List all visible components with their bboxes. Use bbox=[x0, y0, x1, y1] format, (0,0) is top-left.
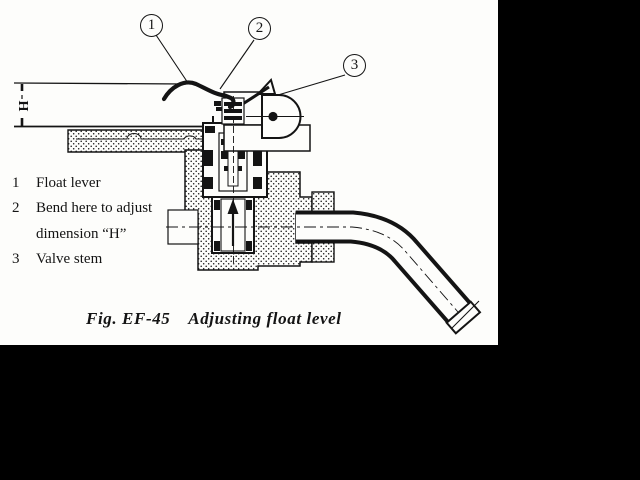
leader-line-2 bbox=[219, 39, 255, 90]
pivot-pin bbox=[268, 111, 278, 122]
legend-item-1-text: Float lever bbox=[36, 175, 101, 191]
callout-3-number: 3 bbox=[350, 57, 359, 73]
fuel-tube bbox=[166, 210, 482, 335]
figure-caption: Fig. EF-45 Adjusting float level bbox=[86, 309, 342, 329]
needle-stem bbox=[214, 97, 245, 125]
legend-item-2-text: Bend here to adjust bbox=[36, 200, 153, 216]
legend-item-2-text-line2: dimension “H” bbox=[36, 226, 127, 242]
leader-lines bbox=[155, 34, 346, 96]
figure-caption-title: Adjusting float level bbox=[188, 309, 342, 328]
figure-caption-label: Fig. EF-45 bbox=[86, 309, 171, 328]
legend-item-1-number: 1 bbox=[12, 175, 20, 191]
legend-item-3-number: 3 bbox=[12, 251, 20, 267]
legend-item-3-text: Valve stem bbox=[36, 251, 103, 267]
callout-1: 1 bbox=[140, 14, 163, 37]
leader-line-1 bbox=[155, 34, 189, 84]
callout-2-number: 2 bbox=[255, 20, 264, 36]
valve-cartridge-lower bbox=[211, 196, 255, 254]
dimension-h-label: H bbox=[15, 100, 30, 112]
tube-cut-mark bbox=[450, 300, 480, 330]
float-level-lines bbox=[13, 82, 215, 128]
legend-item-2-number: 2 bbox=[12, 200, 20, 216]
callout-2: 2 bbox=[248, 17, 271, 40]
callout-3: 3 bbox=[343, 54, 366, 77]
manual-page: 1 2 3 H 1 Float lever 2 Bend here to adj… bbox=[0, 0, 498, 345]
tube-centerline bbox=[166, 226, 459, 313]
leader-line-3 bbox=[277, 74, 346, 96]
callout-1-number: 1 bbox=[147, 17, 156, 33]
float-valve-cross-section bbox=[13, 34, 482, 335]
